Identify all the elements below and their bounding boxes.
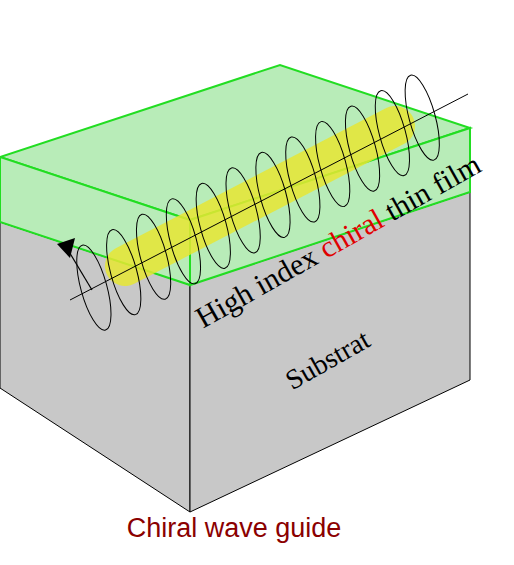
field-vector (68, 250, 92, 290)
light-beam (57, 72, 468, 334)
beam-core (125, 126, 395, 266)
beam-axis (70, 94, 468, 300)
chiral-film (0, 65, 470, 285)
field-arrowhead (57, 238, 75, 258)
figure-caption: Chiral wave guide (127, 513, 342, 544)
